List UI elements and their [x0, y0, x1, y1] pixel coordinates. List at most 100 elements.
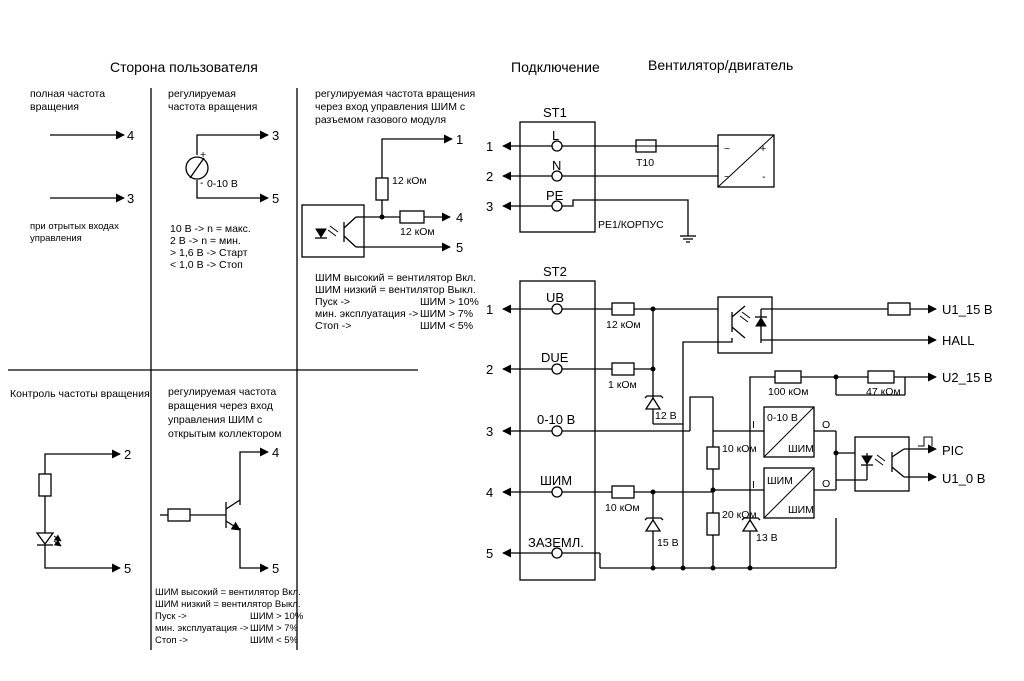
svg-text:O: O	[822, 478, 830, 490]
ground-icon	[680, 235, 696, 243]
svg-text:I: I	[752, 479, 755, 491]
header-connection: Подключение	[511, 59, 600, 75]
svg-text:~: ~	[724, 171, 730, 183]
pin-label: 5	[456, 240, 463, 255]
svg-text:ШИМ > 10%: ШИМ > 10%	[420, 296, 479, 308]
svg-text:управления: управления	[30, 233, 82, 244]
svg-text:ШИМ < 5%: ШИМ < 5%	[250, 635, 299, 646]
pin-label: 1	[456, 132, 463, 147]
svg-text:100 кОм: 100 кОм	[768, 386, 808, 398]
svg-text:4: 4	[486, 485, 493, 500]
svg-text:2 В -> n = мин.: 2 В -> n = мин.	[170, 235, 241, 247]
svg-text:O: O	[822, 419, 830, 431]
panel-speed-monitoring: Контроль частоты вращения 2 5	[10, 388, 150, 576]
svg-text:15 В: 15 В	[657, 537, 679, 549]
svg-text:вращения через вход: вращения через вход	[168, 400, 273, 412]
svg-text:ШИМ высокий = вентилятор Вкл.: ШИМ высокий = вентилятор Вкл.	[315, 272, 476, 284]
zener-diode-icon	[644, 518, 662, 532]
svg-text:DUE: DUE	[541, 350, 569, 365]
svg-text:разъемом газового модуля: разъемом газового модуля	[315, 114, 446, 126]
svg-text:PE: PE	[546, 188, 564, 203]
svg-text:3: 3	[486, 199, 493, 214]
svg-text:U2_15 В: U2_15 В	[942, 370, 993, 385]
svg-text:ШИМ: ШИМ	[540, 473, 572, 488]
svg-text:Стоп ->: Стоп ->	[315, 320, 351, 332]
svg-text:1 кОм: 1 кОм	[608, 379, 637, 391]
connector-st1: ST1 L N PE 1 2 3 T10 PE1/КОРПУС ~	[486, 105, 775, 243]
svg-text:+: +	[760, 143, 766, 155]
pin-label: 5	[272, 191, 279, 206]
svg-text:< 1,0 В -> Стоп: < 1,0 В -> Стоп	[170, 259, 243, 271]
svg-text:ШИМ: ШИМ	[788, 443, 814, 455]
svg-text:ЗАЗЕМЛ.: ЗАЗЕМЛ.	[528, 535, 584, 550]
svg-text:управления ШИМ с: управления ШИМ с	[168, 414, 262, 426]
svg-text:ШИМ низкий = вентилятор Выкл.: ШИМ низкий = вентилятор Выкл.	[155, 599, 300, 610]
svg-text:Пуск ->: Пуск ->	[155, 611, 187, 622]
zener-diode-icon	[644, 396, 662, 410]
svg-text:U1_0 В: U1_0 В	[942, 471, 985, 486]
pin-label: 2	[124, 447, 131, 462]
svg-text:ШИМ > 10%: ШИМ > 10%	[250, 611, 304, 622]
svg-text:ШИМ > 7%: ШИМ > 7%	[250, 623, 299, 634]
svg-text:ШИМ высокий = вентилятор Вкл.: ШИМ высокий = вентилятор Вкл.	[155, 587, 301, 598]
svg-text:PE1/КОРПУС: PE1/КОРПУС	[598, 219, 664, 231]
svg-text:при отрытых входах: при отрытых входах	[30, 221, 119, 232]
resistor-icon	[706, 446, 720, 470]
svg-text:ШИМ: ШИМ	[767, 475, 793, 487]
svg-text:2: 2	[486, 362, 493, 377]
led-icon	[35, 532, 55, 546]
pin-label: 3	[127, 191, 134, 206]
optocoupler-icon	[301, 204, 365, 258]
resistor-icon	[611, 485, 635, 499]
svg-text:+: +	[200, 149, 206, 161]
svg-text:47 кОм: 47 кОм	[866, 386, 901, 398]
resistor-icon	[774, 370, 802, 384]
svg-text:Контроль частоты вращения: Контроль частоты вращения	[10, 388, 150, 400]
svg-text:мин. эксплуатация ->: мин. эксплуатация ->	[155, 623, 249, 634]
svg-text:12 кОм: 12 кОм	[606, 319, 641, 331]
pin-label: 4	[127, 128, 134, 143]
pin-label: 5	[124, 561, 131, 576]
resistor-icon	[375, 177, 389, 201]
svg-text:ШИМ низкий = вентилятор Выкл.: ШИМ низкий = вентилятор Выкл.	[315, 284, 476, 296]
svg-text:U1_15 В: U1_15 В	[942, 302, 993, 317]
svg-text:регулируемая частота вращения: регулируемая частота вращения	[315, 88, 475, 100]
pin-label: 4	[456, 210, 463, 225]
resistor-icon	[867, 370, 895, 384]
svg-text:1: 1	[486, 139, 493, 154]
resistor-icon	[38, 473, 52, 497]
resistor-icon	[611, 302, 635, 316]
svg-text:Пуск ->: Пуск ->	[315, 296, 350, 308]
svg-text:мин. эксплуатация ->: мин. эксплуатация ->	[315, 308, 418, 320]
svg-text:-: -	[200, 177, 204, 189]
panel-full-speed: полная частота вращения 4 3 при отрытых …	[30, 88, 134, 244]
svg-text:0-10 В: 0-10 В	[767, 412, 798, 424]
svg-text:HALL: HALL	[942, 333, 975, 348]
svg-text:PIC: PIC	[942, 443, 964, 458]
svg-text:вращения: вращения	[30, 101, 79, 113]
svg-text:L: L	[552, 128, 559, 143]
resistor-icon	[399, 210, 425, 224]
svg-text:~: ~	[724, 143, 730, 155]
resistor-icon	[887, 302, 911, 316]
svg-text:20 кОм: 20 кОм	[722, 509, 757, 521]
svg-text:открытым коллектором: открытым коллектором	[168, 428, 281, 440]
svg-text:полная частота: полная частота	[30, 88, 105, 100]
svg-text:1: 1	[486, 302, 493, 317]
svg-text:0-10 В: 0-10 В	[207, 178, 238, 190]
svg-text:3: 3	[486, 424, 493, 439]
svg-text:частота вращения: частота вращения	[168, 101, 257, 113]
resistor-icon	[167, 508, 191, 522]
svg-text:2: 2	[486, 169, 493, 184]
svg-text:ШИМ: ШИМ	[788, 504, 814, 516]
panel-pwm-gas-module: регулируемая частота вращения через вход…	[301, 88, 479, 332]
svg-text:5: 5	[486, 546, 493, 561]
svg-text:12 В: 12 В	[655, 410, 677, 422]
svg-text:UB: UB	[546, 290, 564, 305]
svg-text:T10: T10	[636, 157, 654, 169]
pin-label: 5	[272, 561, 279, 576]
svg-text:12 кОм: 12 кОм	[392, 175, 427, 187]
zener-diode-icon	[741, 518, 759, 532]
resistor-icon	[611, 362, 635, 376]
grid-dividers	[8, 88, 418, 650]
